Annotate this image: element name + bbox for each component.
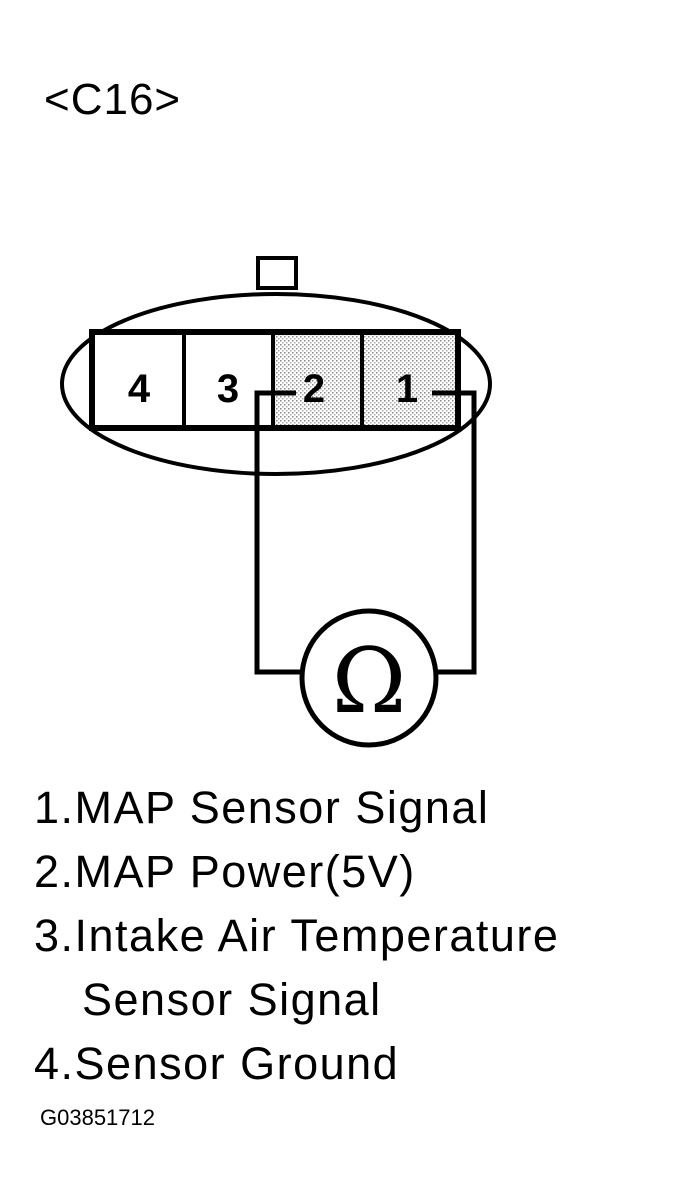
legend-line-3-continued: Sensor Signal	[82, 974, 382, 1025]
legend-line-1: 1.MAP Sensor Signal	[34, 782, 490, 833]
pin-legend: 1.MAP Sensor Signal 2.MAP Power(5V) 3.In…	[34, 776, 559, 1096]
probe-lead-pin2	[254, 390, 300, 675]
pin-number-1: 1	[396, 367, 418, 411]
pin-cell-2	[273, 335, 362, 425]
pin-number-2: 2	[303, 367, 325, 411]
connector-housing	[60, 292, 492, 476]
connector-id-label: <C16>	[44, 75, 182, 124]
pin-number-4: 4	[128, 367, 151, 411]
probe-lead-pin1	[432, 390, 477, 675]
pin-cell-4	[95, 335, 184, 425]
figure-code: G03851712	[40, 1105, 155, 1130]
pin-cell-1	[362, 335, 455, 425]
legend-line-3: 3.Intake Air Temperature	[34, 910, 560, 961]
legend-line-4: 4.Sensor Ground	[34, 1038, 400, 1089]
ohm-symbol: Ω	[332, 629, 407, 734]
pin-number-3: 3	[217, 367, 239, 411]
ohmmeter-icon	[299, 608, 439, 748]
legend-line-2: 2.MAP Power(5V)	[34, 846, 416, 897]
connector-lock-tab	[256, 256, 298, 290]
connector-diagram: 4 3 2 1 Ω	[60, 256, 492, 748]
